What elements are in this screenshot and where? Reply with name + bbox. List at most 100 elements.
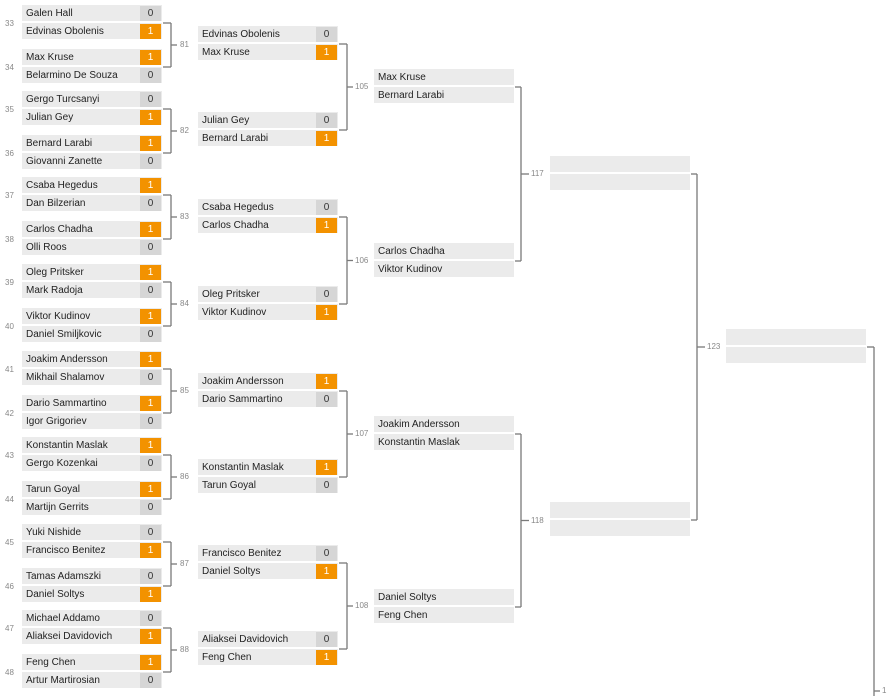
player-name: Giovanni Zanette <box>26 156 103 167</box>
player-name: Gergo Kozenkai <box>26 458 98 469</box>
player-slot[interactable] <box>550 156 690 173</box>
score-badge: 0 <box>140 414 161 429</box>
player-slot[interactable]: Feng Chen <box>374 607 514 624</box>
player-name: Tarun Goyal <box>26 484 80 495</box>
score-badge: 0 <box>316 392 337 407</box>
edge-match-number: 1 <box>882 686 887 695</box>
player-name: Joakim Andersson <box>26 354 108 365</box>
score-badge: 0 <box>140 68 161 83</box>
player-slot[interactable]: Oleg Pritsker 0 <box>198 286 338 303</box>
player-name: Daniel Soltys <box>26 589 85 600</box>
score-badge-win: 1 <box>140 222 161 237</box>
score-badge: 0 <box>316 113 337 128</box>
score-badge: 0 <box>140 196 161 211</box>
player-name: Feng Chen <box>26 657 76 668</box>
player-slot[interactable]: Igor Grigoriev 0 <box>22 413 162 430</box>
player-name: Tarun Goyal <box>202 480 256 491</box>
score-badge: 0 <box>140 611 161 626</box>
player-name: Konstantin Maslak <box>378 437 460 448</box>
player-name: Csaba Hegedus <box>202 202 274 213</box>
score-badge: 0 <box>140 283 161 298</box>
score-badge: 0 <box>316 287 337 302</box>
player-slot[interactable]: Max Kruse <box>374 69 514 86</box>
player-slot[interactable] <box>550 520 690 537</box>
score-badge: 0 <box>316 546 337 561</box>
match-number: 87 <box>180 559 189 568</box>
player-name: Joakim Andersson <box>202 376 284 387</box>
score-badge: 0 <box>140 525 161 540</box>
player-slot[interactable]: Konstantin Maslak <box>374 434 514 451</box>
player-slot[interactable] <box>726 329 866 346</box>
player-name: Oleg Pritsker <box>202 289 260 300</box>
match-number: 123 <box>707 342 721 351</box>
player-name: Viktor Kudinov <box>26 311 91 322</box>
player-slot[interactable] <box>726 347 866 364</box>
player-slot[interactable]: Viktor Kudinov <box>374 261 514 278</box>
player-slot[interactable]: Gergo Kozenkai 0 <box>22 455 162 472</box>
player-name: Konstantin Maslak <box>202 462 284 473</box>
score-badge: 0 <box>140 500 161 515</box>
player-slot[interactable] <box>550 174 690 191</box>
player-name: Daniel Soltys <box>202 566 261 577</box>
seed-number: 39 <box>5 278 14 287</box>
score-badge-win: 1 <box>140 136 161 151</box>
player-slot[interactable]: Bernard Larabi <box>374 87 514 104</box>
player-name: Feng Chen <box>202 652 252 663</box>
player-slot[interactable]: Carlos Chadha <box>374 243 514 260</box>
score-badge: 0 <box>140 6 161 21</box>
player-slot[interactable]: Daniel Soltys <box>374 589 514 606</box>
player-slot[interactable]: Joakim Andersson <box>374 416 514 433</box>
player-name: Igor Grigoriev <box>26 416 87 427</box>
seed-number: 47 <box>5 624 14 633</box>
score-badge: 0 <box>140 370 161 385</box>
score-badge: 0 <box>316 632 337 647</box>
player-slot[interactable] <box>550 502 690 519</box>
score-badge: 0 <box>140 456 161 471</box>
